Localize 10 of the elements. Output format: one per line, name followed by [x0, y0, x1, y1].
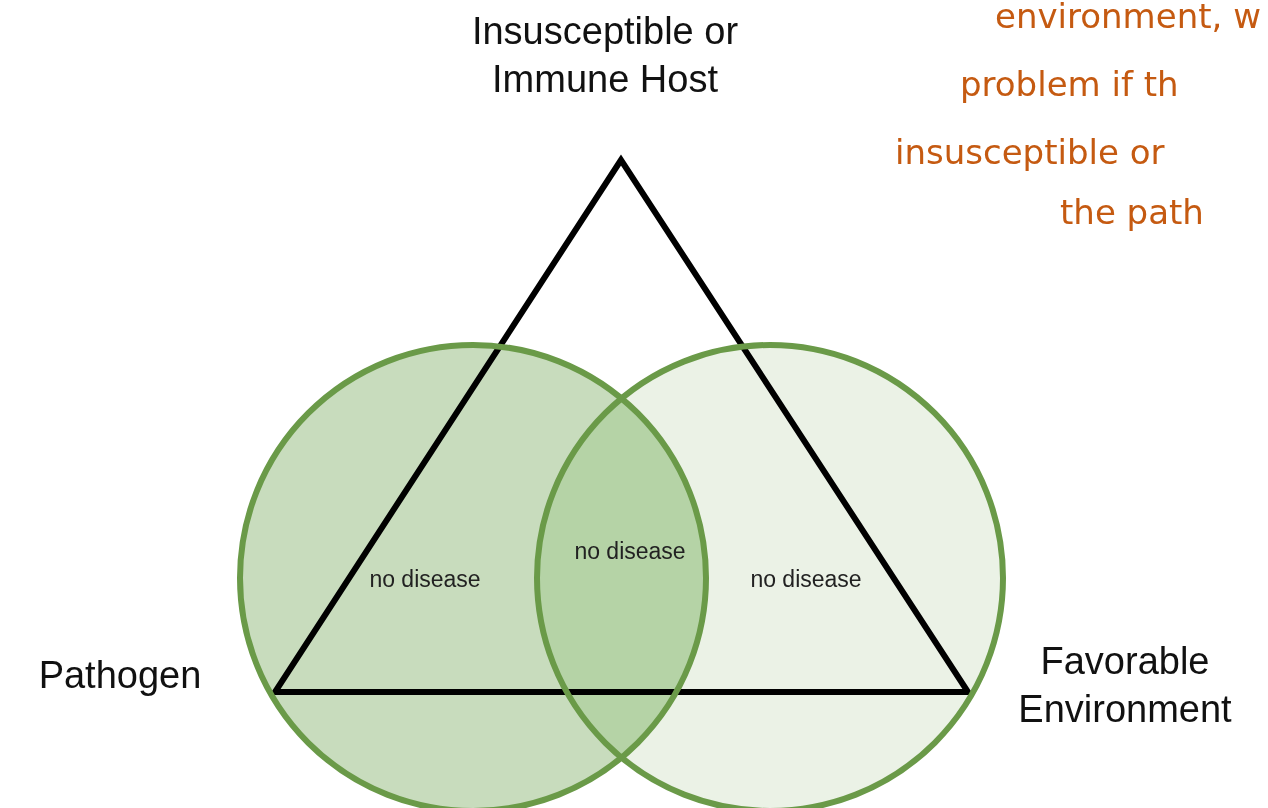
annotation-note: insusceptible or [895, 131, 1165, 174]
annotation-note: problem if th [960, 63, 1179, 106]
corner-label: Favorable Environment [975, 638, 1268, 733]
corner-label: Insusceptible or Immune Host [420, 8, 790, 103]
annotation-note: the path [1060, 191, 1204, 234]
region-label: no disease [368, 565, 482, 594]
annotation-note: environment, w [995, 0, 1261, 38]
region-label: no disease [749, 565, 863, 594]
corner-label: Pathogen [10, 652, 230, 700]
region-label: no disease [573, 537, 687, 566]
